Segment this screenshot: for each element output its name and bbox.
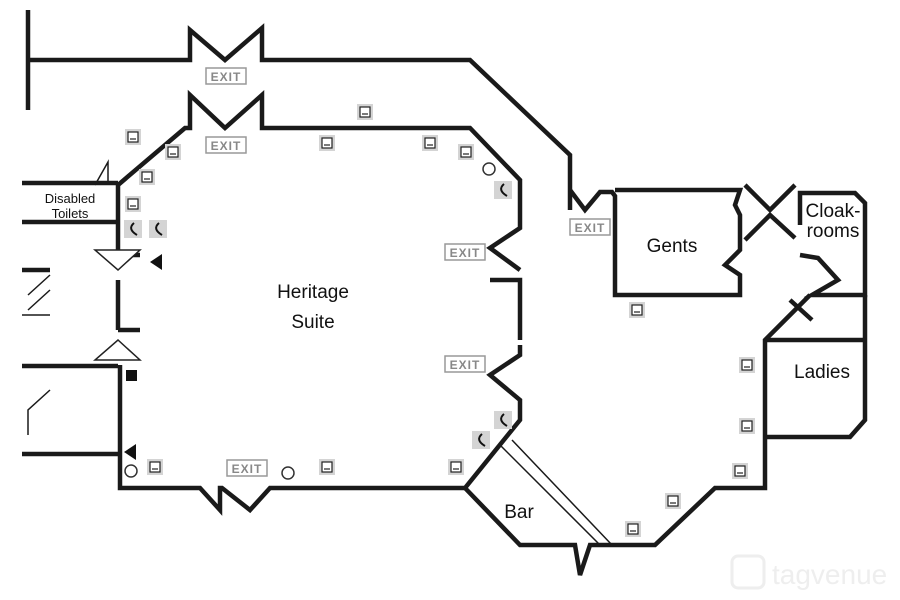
cloakrooms-label: Cloak-	[806, 201, 861, 222]
exit-label: EXIT	[232, 462, 263, 476]
disabled-toilets-label: Disabled	[45, 191, 96, 206]
door-arrows	[92, 249, 162, 460]
power-socket-icon	[448, 459, 464, 475]
watermark: tagvenue	[730, 554, 887, 590]
power-socket-icon	[319, 135, 335, 151]
pillars	[124, 162, 496, 480]
walls	[22, 10, 868, 576]
power-socket-icon	[139, 169, 155, 185]
exit-sign: EXIT	[444, 243, 486, 261]
power-socket-icon	[665, 493, 681, 509]
phone-icon	[124, 220, 142, 238]
exit-label: EXIT	[211, 139, 242, 153]
power-socket-icon	[422, 135, 438, 151]
exit-signs: EXIT EXIT EXIT EXIT EXIT EXIT	[205, 67, 611, 477]
power-socket-icon	[625, 521, 641, 537]
disabled-toilets-label-2: Toilets	[52, 206, 89, 221]
tagvenue-logo-icon	[730, 554, 766, 590]
power-socket-icon	[732, 463, 748, 479]
exit-sign: EXIT	[569, 218, 611, 236]
exit-sign: EXIT	[205, 136, 247, 154]
power-socket-icon	[458, 144, 474, 160]
heritage-suite-label-2: Suite	[291, 312, 334, 333]
watermark-text: tagvenue	[772, 559, 887, 590]
heritage-suite-label: Heritage	[277, 282, 349, 303]
power-socket-icon	[319, 459, 335, 475]
power-socket-icon	[739, 357, 755, 373]
exit-sign: EXIT	[205, 67, 247, 85]
power-socket-icon	[147, 459, 163, 475]
exit-label: EXIT	[575, 221, 606, 235]
power-socket-icon	[125, 129, 141, 145]
ladies-label: Ladies	[794, 362, 850, 383]
bar-label: Bar	[504, 502, 534, 523]
phone-icon	[494, 181, 512, 199]
phones	[124, 181, 512, 449]
phone-icon	[494, 411, 512, 429]
gents-label: Gents	[647, 236, 698, 257]
phone-icon	[149, 220, 167, 238]
power-socket-icon	[629, 302, 645, 318]
power-socket-icon	[739, 418, 755, 434]
cloakrooms-label-2: rooms	[807, 221, 860, 242]
power-socket-icon	[125, 196, 141, 212]
exit-sign: EXIT	[444, 355, 486, 373]
exit-sign: EXIT	[226, 459, 268, 477]
power-socket-icon	[357, 104, 373, 120]
room-labels: Heritage Suite Gents Ladies Cloak- rooms…	[45, 191, 861, 523]
exit-label: EXIT	[211, 70, 242, 84]
exit-label: EXIT	[450, 246, 481, 260]
power-socket-icon	[165, 144, 181, 160]
phone-icon	[472, 431, 490, 449]
power-sockets	[125, 104, 755, 537]
exit-label: EXIT	[450, 358, 481, 372]
